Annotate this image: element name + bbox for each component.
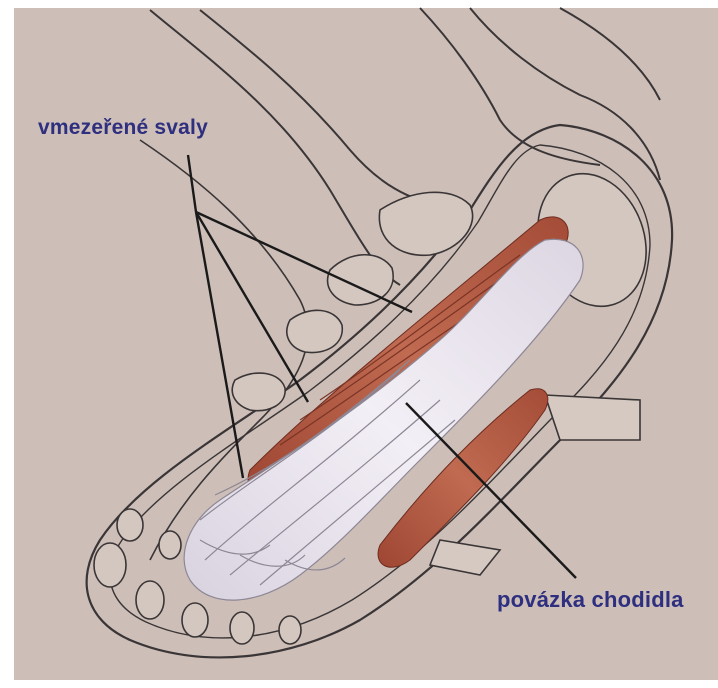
label-intrinsic-muscles: vmezeřené svaly bbox=[38, 116, 208, 140]
label-plantar-fascia: povázka chodidla bbox=[497, 587, 684, 613]
